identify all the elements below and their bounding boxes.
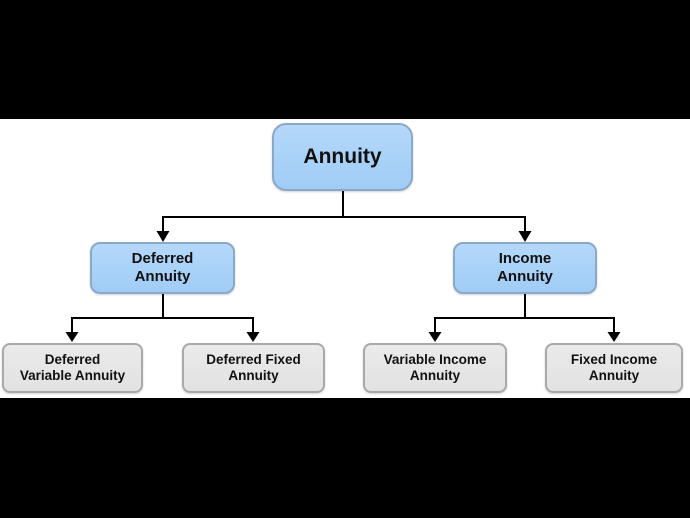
- node-variable-income-annuity-line2: Annuity: [409, 368, 461, 383]
- node-deferred-variable-annuity-line2: Variable Annuity: [19, 368, 126, 383]
- node-deferred-variable-annuity: Deferred Variable Annuity: [2, 343, 143, 393]
- node-variable-income-annuity-line1: Variable Income: [383, 351, 487, 367]
- node-deferred-annuity-line1: Deferred: [131, 249, 194, 267]
- node-fixed-income-annuity-line1: Fixed Income: [570, 351, 658, 367]
- letterbox-bottom: [0, 398, 690, 518]
- node-income-annuity-line2: Annuity: [497, 268, 553, 285]
- node-fixed-income-annuity: Fixed Income Annuity: [545, 343, 683, 393]
- node-deferred-annuity-line2: Annuity: [134, 268, 191, 285]
- node-deferred-fixed-annuity-line1: Deferred Fixed: [206, 351, 301, 367]
- node-deferred-variable-annuity-line1: Deferred: [44, 351, 101, 367]
- node-income-annuity: Income Annuity: [453, 242, 597, 294]
- node-deferred-fixed-annuity: Deferred Fixed Annuity: [182, 343, 325, 393]
- node-fixed-income-annuity-line2: Annuity: [588, 368, 640, 383]
- node-variable-income-annuity: Variable Income Annuity: [363, 343, 507, 393]
- node-annuity-label: Annuity: [303, 145, 382, 169]
- node-deferred-fixed-annuity-line2: Annuity: [228, 368, 279, 383]
- letterbox-top: [0, 0, 690, 119]
- node-income-annuity-line1: Income: [498, 249, 552, 267]
- node-deferred-annuity: Deferred Annuity: [90, 242, 235, 294]
- node-annuity: Annuity: [272, 123, 413, 191]
